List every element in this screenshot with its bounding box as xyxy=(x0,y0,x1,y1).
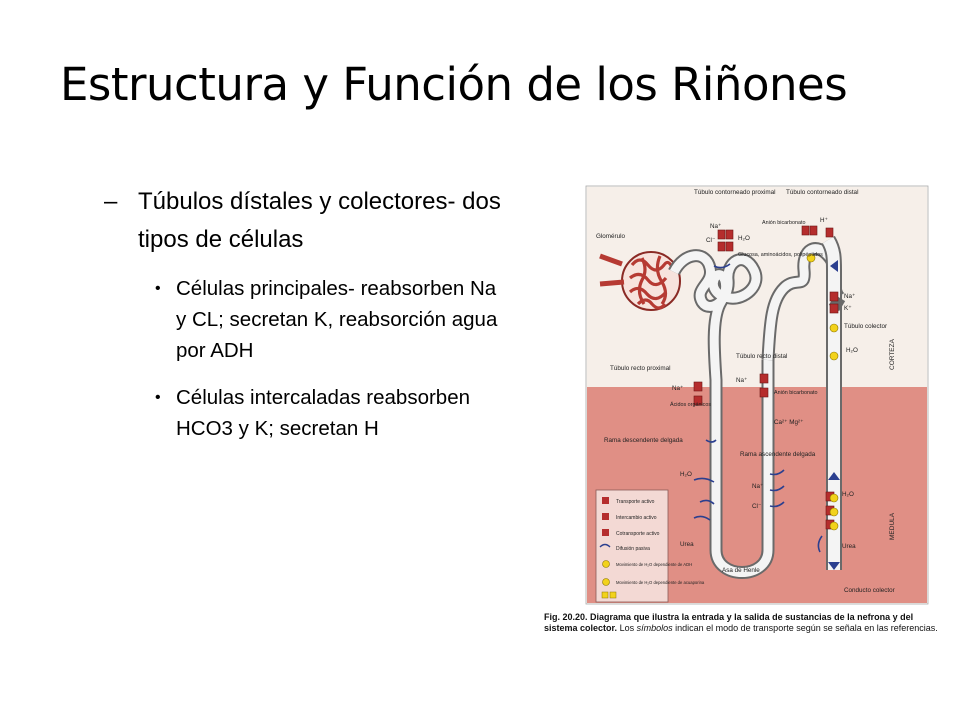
solute-bicarbonate: Anión bicarbonato xyxy=(762,220,805,226)
legend-active-transport: Transporte activo xyxy=(616,499,655,505)
label-proximal-convoluted: Túbulo contorneado proximal xyxy=(694,189,776,196)
bullet-dot: • xyxy=(155,280,161,297)
solute-na-proximal: Na⁺ xyxy=(672,385,683,392)
legend-cotransport: Cotransporte activo xyxy=(616,531,660,537)
label-descending-limb: Rama descendente delgada xyxy=(604,437,683,444)
bullet-level1-text: Túbulos dístales y colectores- dos tipos… xyxy=(138,188,501,253)
legend-passive-diffusion: Difusión pasiva xyxy=(616,546,650,552)
label-distal-convoluted: Túbulo contorneado distal xyxy=(786,189,858,196)
proximal-tubule xyxy=(669,251,773,577)
caption-text-2: indican el modo de transporte según se s… xyxy=(675,623,938,633)
sub-bullet-principal-cells: • Células principales- reabsorben Na y C… xyxy=(155,273,498,366)
bullet-list: – Túbulos dístales y colectores- dos tip… xyxy=(104,183,504,460)
solute-h2o-descending: H₂O xyxy=(680,471,692,478)
solute-h2o-medulla: H₂O xyxy=(842,491,854,498)
collecting-duct xyxy=(822,236,840,570)
solute-na-collecting: Na⁺ xyxy=(844,293,855,300)
label-collecting-duct: Conducto colector xyxy=(844,587,895,594)
water-channels xyxy=(806,253,839,531)
label-loop-of-henle: Asa de Henle xyxy=(722,567,760,574)
solute-urea-duct: Urea xyxy=(842,543,856,550)
label-straight-distal: Túbulo recto distal xyxy=(736,353,787,360)
bullet-dot: • xyxy=(155,389,161,406)
flow-arrows xyxy=(828,260,840,570)
bullet-level1: – Túbulos dístales y colectores- dos tip… xyxy=(104,183,504,259)
solute-bicarbonate-distal: Anión bicarbonato xyxy=(774,390,817,396)
legend-active-exchange: Intercambio activo xyxy=(616,515,657,521)
solute-h: H⁺ xyxy=(820,217,828,224)
label-medulla: MEDULA xyxy=(889,512,896,540)
solute-glucose: Glucosa, aminoácidos, polipéptidos xyxy=(738,252,823,258)
solute-organic-acids: Ácidos orgánicos xyxy=(670,401,711,408)
solute-na-ascending: Na⁺ xyxy=(752,483,763,490)
solute-h2o: H₂O xyxy=(738,235,750,242)
legend: Transporte activo Intercambio activo Cot… xyxy=(595,489,705,603)
dash-marker: – xyxy=(104,188,118,215)
label-straight-proximal: Túbulo recto proximal xyxy=(610,365,671,372)
caption-text-1: Los xyxy=(619,623,635,633)
nephron-diagram: Túbulo contorneado proximal Túbulo conto… xyxy=(585,185,929,605)
diffusion-arrows xyxy=(693,263,823,553)
sub-bullet-text: Células intercaladas reabsorben HCO3 y K… xyxy=(176,386,471,440)
caption-bold: Diagrama que ilustra la entrada y la sal… xyxy=(544,612,914,633)
glomerulus xyxy=(599,251,681,311)
legend-adh-water: Movimiento de H₂O dependiente de ADH xyxy=(616,562,692,567)
label-collecting-tubule: Túbulo colector xyxy=(844,323,887,330)
label-ascending-limb: Rama ascendente delgada xyxy=(740,451,816,458)
solute-cl: Cl⁻ xyxy=(706,237,715,244)
nephron-figure: Túbulo contorneado proximal Túbulo conto… xyxy=(534,180,946,646)
caption-italic: símbolos xyxy=(636,623,673,633)
figure-caption: Fig. 20.20. Diagrama que ilustra la entr… xyxy=(544,612,942,634)
solute-ca-mg: Ca²⁺ Mg²⁺ xyxy=(774,419,803,426)
solute-na: Na⁺ xyxy=(710,223,721,230)
caption-fig-number: Fig. 20.20. xyxy=(544,612,588,622)
legend-aquaporin-water: Movimiento de H₂O dependiente de acuapor… xyxy=(616,580,705,585)
solute-na-distal: Na⁺ xyxy=(736,377,747,384)
solute-cl-ascending: Cl⁻ xyxy=(752,503,761,510)
solute-h2o-collecting: H₂O xyxy=(846,347,858,354)
label-glomerulus: Glomérulo xyxy=(596,233,626,240)
solute-urea-loop: Urea xyxy=(680,541,694,548)
sub-bullet-text: Células principales- reabsorben Na y CL;… xyxy=(176,277,498,362)
label-cortex: CORTEZA xyxy=(889,338,896,370)
solute-k-collecting: K⁺ xyxy=(844,305,852,312)
sub-bullet-list: • Células principales- reabsorben Na y C… xyxy=(155,273,498,444)
sub-bullet-intercalated-cells: • Células intercaladas reabsorben HCO3 y… xyxy=(155,382,498,444)
slide-title: Estructura y Función de los Riñones xyxy=(60,58,848,111)
